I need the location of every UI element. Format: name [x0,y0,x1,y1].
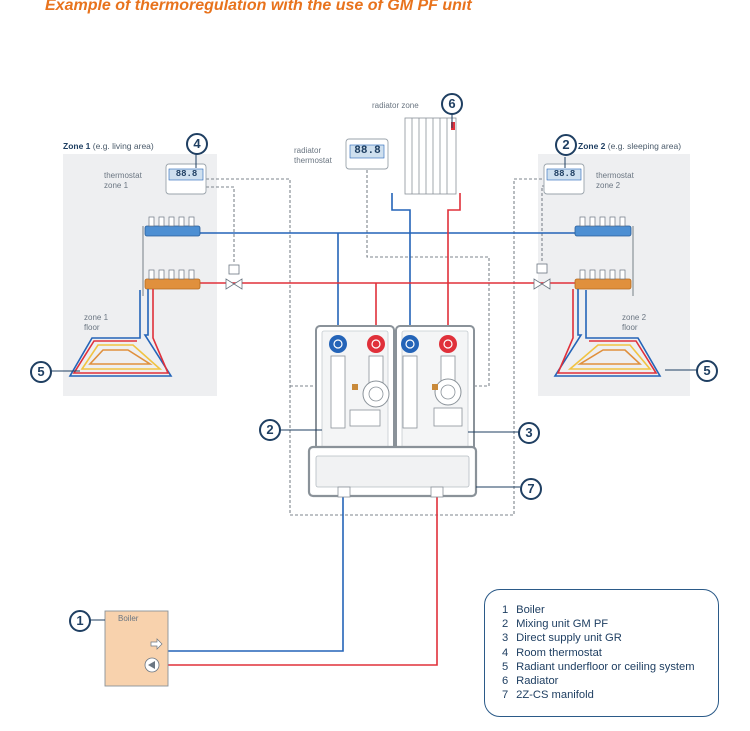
control-wires [206,170,570,516]
legend-item: 3 Direct supply unit GR [502,632,622,645]
radiator-thermostat-display: 88.8 [354,145,381,157]
legend-item: 4 Room thermostat [502,646,602,659]
radiator-zone-label: radiator zone [372,101,419,110]
legend-item: 7 2Z-CS manifold [502,689,594,702]
legend-item: 6 Radiator [502,675,559,688]
callout-underfloor-zone1: 5 [30,361,52,383]
zone2-floor-loop [553,289,662,377]
callout-boiler: 1 [69,610,91,632]
mixing-unit-gm-pf [315,325,395,453]
legend-item: 1 Boiler [502,604,545,616]
legend-box: 1 Boiler 2 Mixing unit GM PF 3 Direct su… [484,589,719,717]
callout-radiator: 6 [441,93,463,115]
direct-supply-unit-gr [395,325,475,453]
boiler [104,610,169,687]
legend-item: 2 Mixing unit GM PF [502,618,609,631]
diagram-title: Example of thermoregulation with the use… [45,0,472,14]
zone1-floor-loop [68,289,173,377]
zone1-thermostat-display: 88.8 [175,169,198,179]
radiator [404,117,457,195]
boiler-label: Boiler [118,614,139,623]
zone1-title: Zone 1 (e.g. living area) [63,141,154,151]
zone-valves [225,263,551,290]
callout-underfloor-zone2: 5 [696,360,718,382]
callout-direct-supply-unit: 3 [518,422,540,444]
callout-mixing-unit-zone2: 2 [555,134,577,156]
zone2-title: Zone 2 (e.g. sleeping area) [578,141,682,151]
callout-manifold: 7 [520,478,542,500]
callout-room-thermostat: 4 [186,133,208,155]
zone2-thermostat-display: 88.8 [553,169,576,179]
return-pipes [168,193,580,652]
zone2-manifold [574,216,634,296]
supply-pipes [168,193,580,666]
callout-mixing-unit: 2 [259,419,281,441]
legend-item: 5 Radiant underfloor or ceiling system [502,660,695,673]
manifold-2z-cs [307,445,478,498]
zone1-manifold [142,216,201,296]
